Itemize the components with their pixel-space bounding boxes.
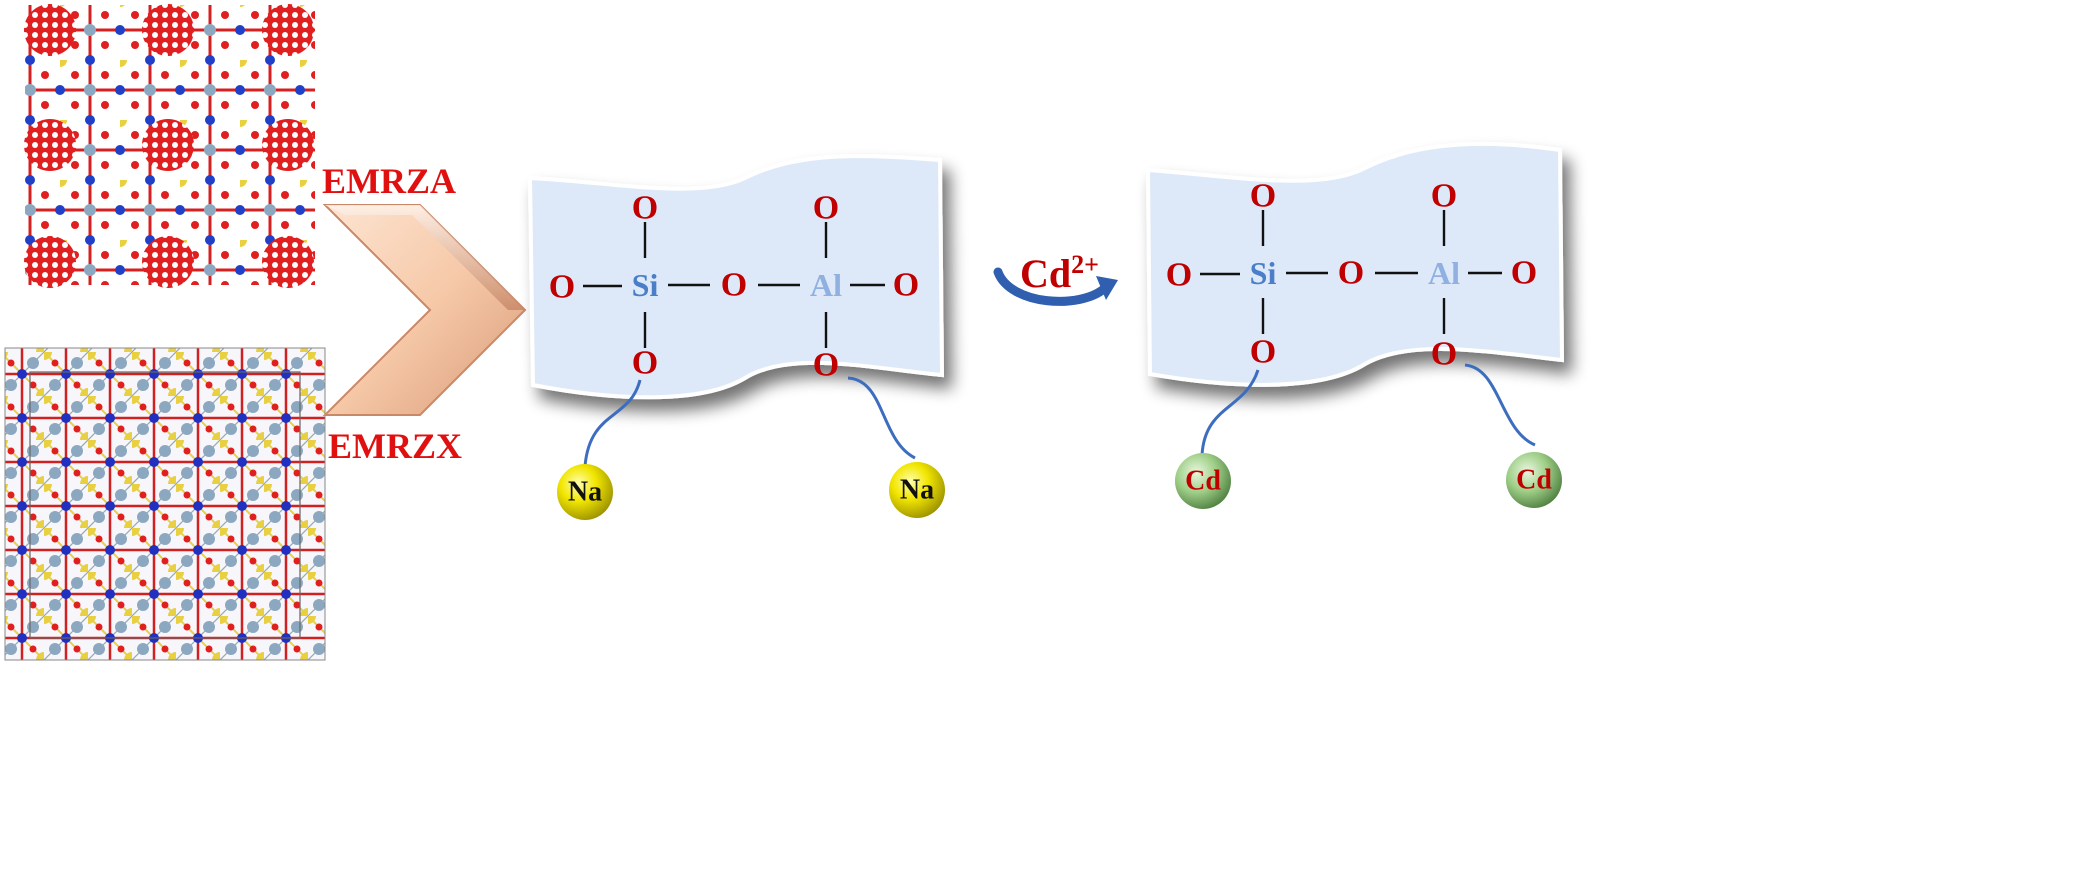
chevron-arrow-icon (322, 204, 527, 416)
oxygen-atom: O (1431, 178, 1457, 215)
sodium-ion (889, 462, 945, 518)
oxygen-atom: O (1511, 255, 1537, 292)
exchange-arrow-icon (993, 267, 1118, 306)
silicon-atom: Si (632, 267, 659, 303)
oxygen-atom: O (1431, 336, 1457, 373)
emrza-structure-image (24, 4, 315, 288)
oxygen-atom: O (721, 267, 747, 304)
na-tether (583, 379, 642, 467)
na-tether (847, 376, 916, 460)
oxygen-atom: O (549, 269, 575, 306)
cadmium-charge: 2+ (1071, 250, 1099, 279)
zeolite-framework-after (1145, 141, 1565, 387)
cadmium-ion (1506, 452, 1562, 508)
cd-tether (1200, 369, 1260, 456)
oxygen-atom: O (1338, 255, 1364, 292)
aluminium-atom: Al (1428, 255, 1460, 291)
emrza-label: EMRZA (322, 161, 456, 201)
oxygen-atom: O (1250, 334, 1276, 371)
oxygen-atom: O (1166, 257, 1192, 294)
emrzx-structure-image (4, 347, 326, 661)
oxygen-atom: O (813, 190, 839, 227)
emrzx-label: EMRZX (328, 426, 462, 466)
cadmium-ion-formula: Cd2+ (1020, 250, 1099, 296)
aluminium-atom: Al (810, 267, 842, 303)
cadmium-ion-label: Cd (1516, 465, 1552, 496)
oxygen-atom: O (893, 267, 919, 304)
bonds-after (1200, 210, 1502, 334)
sodium-ion-label: Na (900, 475, 934, 506)
cadmium-ion (1175, 453, 1231, 509)
silicon-atom: Si (1250, 255, 1277, 291)
oxygen-atom: O (632, 345, 658, 382)
oxygen-atom: O (1250, 178, 1276, 215)
sodium-ion-label: Na (568, 477, 602, 508)
bonds-before (583, 222, 885, 348)
cadmium-ion-label: Cd (1185, 466, 1221, 497)
oxygen-atom: O (632, 190, 658, 227)
sodium-ion (557, 464, 613, 520)
zeolite-framework-before (527, 154, 945, 400)
cd-tether (1464, 363, 1536, 447)
oxygen-atom: O (813, 347, 839, 384)
cadmium-symbol: Cd (1020, 251, 1071, 296)
